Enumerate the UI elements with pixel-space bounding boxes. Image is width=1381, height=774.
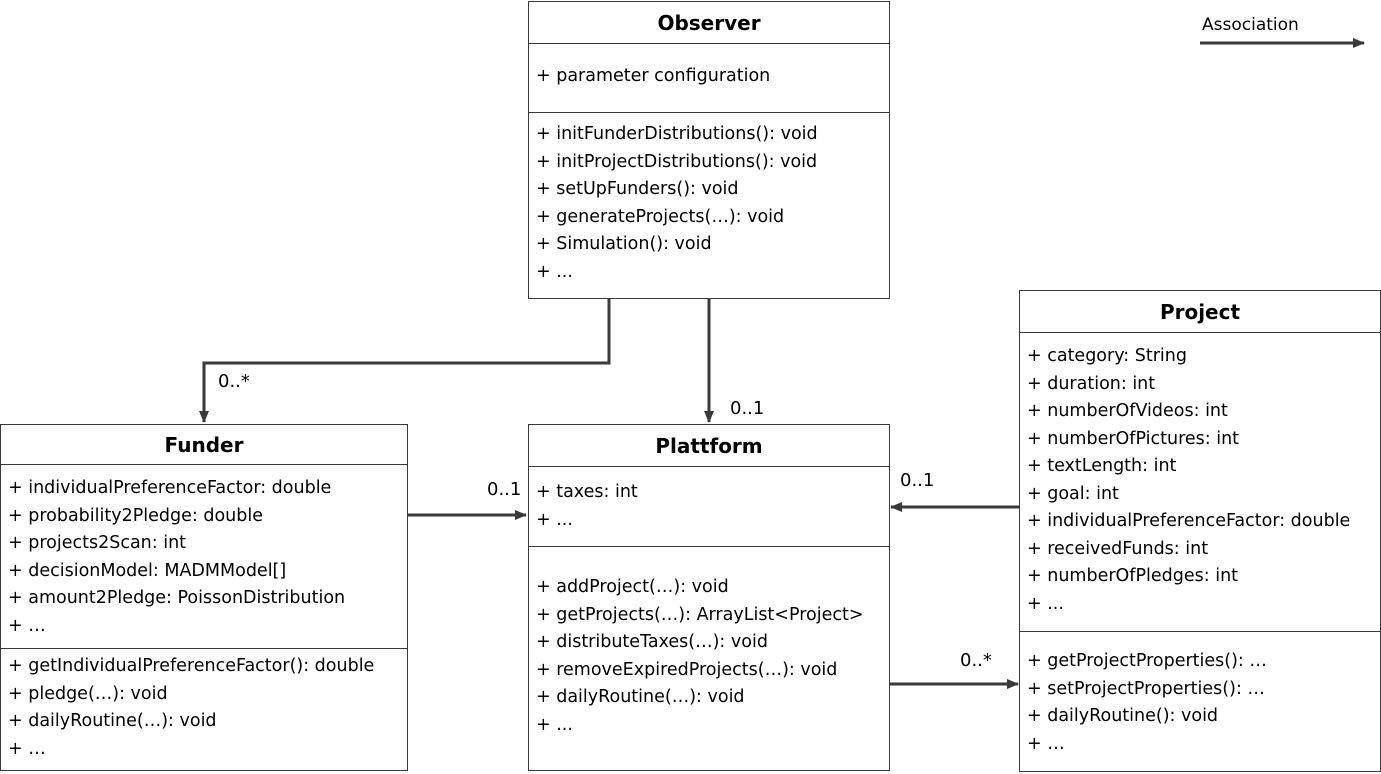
observer-class: Observer + parameter configuration + ini… (528, 1, 890, 299)
attribute: + … (8, 615, 46, 636)
method: + distributeTaxes(…): void (536, 632, 768, 652)
attribute: + receivedFunds: int (1027, 538, 1209, 559)
project-class: Project + category: String + duration: i… (1019, 290, 1381, 772)
class-title: Funder (1, 425, 407, 465)
attribute: + goal: int (1027, 483, 1119, 504)
multiplicity-project-plattform: 0..1 (900, 470, 935, 491)
attribute: + numberOfVideos: int (1027, 401, 1228, 421)
method: + dailyRoutine(…): void (8, 711, 217, 731)
method: + addProject(…): void (536, 577, 729, 597)
attribute: + ... (1027, 593, 1064, 614)
method: + ... (536, 261, 573, 282)
attribute: + taxes: int (536, 482, 638, 502)
method: + initFunderDistributions(): void (536, 124, 818, 144)
attribute: + numberOfPledges: int (1027, 566, 1239, 586)
attribute: + decisionModel: MADMModel[] (8, 560, 287, 581)
method: + initProjectDistributions(): void (536, 151, 818, 172)
funder-methods: + getIndividualPreferenceFactor(): doubl… (1, 649, 407, 763)
method: + generateProjects(…): void (536, 206, 785, 227)
attribute: + textLength: int (1027, 456, 1177, 476)
attribute: + duration: int (1027, 373, 1156, 394)
class-title: Observer (529, 2, 889, 44)
method: + removeExpiredProjects(…): void (536, 659, 838, 680)
attribute: + probability2Pledge: double (8, 505, 263, 526)
method: + dailyRoutine(…): void (536, 687, 745, 707)
project-methods: + getProjectProperties(): … + setProject… (1020, 632, 1380, 758)
multiplicity-observer-plattform: 0..1 (730, 398, 765, 419)
multiplicity-funder-plattform: 0..1 (487, 479, 522, 500)
method: + setProjectProperties(): … (1027, 678, 1265, 699)
class-title: Plattform (529, 425, 889, 467)
method: + setUpFunders(): void (536, 179, 739, 199)
multiplicity-plattform-project: 0..* (960, 650, 992, 671)
multiplicity-observer-funder: 0..* (218, 371, 250, 392)
plattform-attributes: + taxes: int + ... (529, 467, 889, 547)
attribute: + category: String (1027, 346, 1187, 366)
funder-attributes: + individualPreferenceFactor: double + p… (1, 465, 407, 649)
method: + ... (536, 714, 573, 735)
observer-methods: + initFunderDistributions(): void + init… (529, 113, 889, 286)
method: + getIndividualPreferenceFactor(): doubl… (8, 656, 375, 676)
plattform-methods: + addProject(…): void + getProjects(…): … (529, 547, 889, 739)
attribute: + numberOfPictures: int (1027, 428, 1240, 449)
legend-association-label: Association (1202, 15, 1299, 35)
method: + getProjects(…): ArrayList<Project> (536, 604, 864, 625)
attribute: + ... (536, 509, 573, 530)
observer-to-funder-association (199, 298, 611, 423)
method: + dailyRoutine(): void (1027, 706, 1219, 726)
class-title: Project (1020, 291, 1380, 333)
attribute: + parameter configuration (536, 66, 771, 86)
attribute: + individualPreferenceFactor: double (8, 478, 332, 498)
method: + pledge(…): void (8, 683, 168, 704)
plattform-class: Plattform + taxes: int + ... + addProjec… (528, 424, 890, 771)
method: + … (1027, 733, 1065, 754)
funder-class: Funder + individualPreferenceFactor: dou… (0, 424, 408, 771)
attribute: + projects2Scan: int (8, 533, 187, 553)
method: + … (8, 738, 46, 759)
project-attributes: + category: String + duration: int + num… (1020, 333, 1380, 632)
method: + Simulation(): void (536, 234, 712, 254)
attribute: + individualPreferenceFactor: double (1027, 511, 1351, 531)
attribute: + amount2Pledge: PoissonDistribution (8, 588, 346, 608)
method: + getProjectProperties(): … (1027, 651, 1267, 671)
observer-attributes: + parameter configuration (529, 44, 889, 113)
